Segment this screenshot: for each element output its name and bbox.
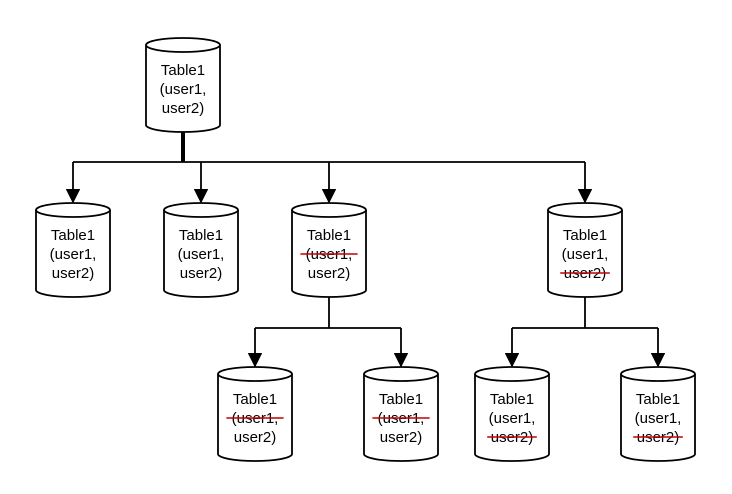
- database-node-drop-user2-a: Table1(user1,user2): [474, 366, 550, 462]
- node-label-line: Table1: [563, 227, 607, 244]
- cylinder-top: [620, 366, 696, 382]
- cylinder-top: [363, 366, 439, 382]
- cylinder-top: [163, 202, 239, 218]
- cylinder-body: [547, 210, 623, 298]
- cylinder-body: [163, 210, 239, 298]
- connector-drop-user1: [247, 297, 409, 368]
- database-node-copy-a: Table1 (user1, user2): [35, 202, 111, 298]
- database-node-drop-user1-b: Table1(user1,user2): [363, 366, 439, 462]
- database-node-drop-user1: Table1(user1,user2): [291, 202, 367, 298]
- node-label-line: Table1: [179, 227, 223, 244]
- node-label-line: Table1: [161, 62, 205, 79]
- node-label-line: Table1: [379, 391, 423, 408]
- node-label-line: user2): [234, 429, 277, 446]
- cylinder-top: [547, 202, 623, 218]
- database-nodes: Table1 (user1, user2) Table1 (user1, user2) Ta…: [35, 37, 696, 462]
- cylinder-body: [620, 374, 696, 462]
- node-label-line: user2): [380, 429, 423, 446]
- node-label-line: Table1: [233, 391, 277, 408]
- cylinder-top: [217, 366, 293, 382]
- node-label-line: Table1: [636, 391, 680, 408]
- node-label-line: user2): [162, 100, 205, 117]
- node-label-line: Table1: [490, 391, 534, 408]
- cylinder-top: [35, 202, 111, 218]
- cylinder-body: [145, 45, 221, 133]
- node-label-line: user2): [308, 265, 351, 282]
- database-node-drop-user2: Table1(user1,user2): [547, 202, 623, 298]
- database-node-drop-user1-a: Table1(user1,user2): [217, 366, 293, 462]
- cylinder-top: [145, 37, 221, 53]
- node-label-line: (user1,: [635, 410, 682, 427]
- node-label-line: Table1: [307, 227, 351, 244]
- cylinder-body: [35, 210, 111, 298]
- node-label-line: (user1,: [562, 246, 609, 263]
- node-label-line: user2): [52, 265, 95, 282]
- node-label-line: (user1,: [160, 81, 207, 98]
- cylinder-top: [474, 366, 550, 382]
- connector-drop-user2: [504, 297, 666, 368]
- cylinder-body: [474, 374, 550, 462]
- node-label-line: Table1: [51, 227, 95, 244]
- connector-root: [65, 132, 593, 204]
- node-label-line: (user1,: [50, 246, 97, 263]
- database-node-root: Table1 (user1, user2): [145, 37, 221, 133]
- database-node-drop-user2-b: Table1(user1,user2): [620, 366, 696, 462]
- database-node-copy-b: Table1 (user1, user2): [163, 202, 239, 298]
- cylinder-top: [291, 202, 367, 218]
- node-label-line: user2): [180, 265, 223, 282]
- connectors: [65, 132, 666, 368]
- node-label-line: (user1,: [489, 410, 536, 427]
- node-label-line: (user1,: [178, 246, 225, 263]
